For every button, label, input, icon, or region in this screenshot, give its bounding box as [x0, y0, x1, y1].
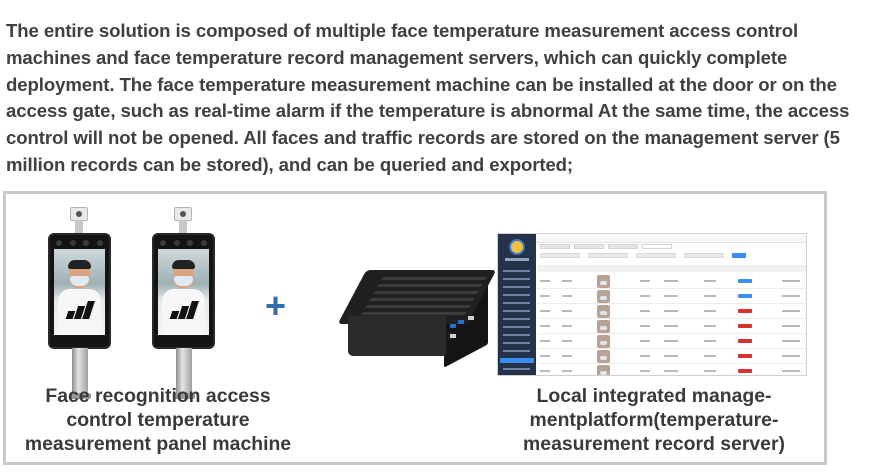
kiosk-screen: [158, 249, 209, 335]
table-row: [538, 274, 806, 289]
caption-platform: Local integrated manage- mentplatform(te…: [523, 385, 785, 455]
normal-badge: [738, 294, 752, 298]
alarm-badge: [738, 339, 752, 343]
mask-icon: [70, 276, 89, 286]
kiosk-screen: [54, 249, 105, 335]
alarm-badge: [738, 369, 752, 373]
kiosk-panel: [48, 233, 111, 349]
table-row: [538, 334, 806, 349]
face-thumbnail: [597, 275, 610, 288]
platform-sidebar: [498, 234, 536, 375]
table-row: [538, 319, 806, 334]
thermal-camera-icon: [174, 207, 192, 221]
port-icon: [450, 334, 456, 338]
management-platform-screenshot: [497, 233, 807, 376]
table-row: [538, 364, 806, 375]
shirt-logo-icon: [65, 301, 95, 319]
normal-badge: [738, 279, 752, 283]
usb-port-icon: [458, 320, 464, 324]
avatar: [509, 239, 525, 255]
table-row: [538, 349, 806, 364]
alarm-badge: [738, 354, 752, 358]
platform-table-header: [538, 265, 806, 272]
temperature-kiosk-1: [48, 207, 111, 401]
alarm-badge: [738, 309, 752, 313]
platform-filter-bar: [540, 253, 804, 259]
face-thumbnail: [597, 305, 610, 318]
port-icon: [468, 316, 474, 320]
face-thumbnail: [597, 290, 610, 303]
caption-kiosk: Face recognition access control temperat…: [24, 385, 292, 455]
face-thumbnail: [597, 350, 610, 363]
plus-icon: +: [265, 285, 287, 326]
face-thumbnail: [597, 365, 610, 375]
usb-port-icon: [450, 324, 456, 328]
thermal-camera-icon: [70, 207, 88, 221]
table-row: [538, 289, 806, 304]
intro-paragraph: The entire solution is composed of multi…: [6, 20, 850, 175]
face-thumbnail: [597, 335, 610, 348]
table-row: [538, 304, 806, 319]
temperature-kiosk-2: [152, 207, 215, 401]
mask-icon: [174, 276, 193, 286]
heatsink-fins: [360, 275, 487, 319]
shirt-logo-icon: [169, 301, 199, 319]
mini-pc-server: [337, 266, 497, 368]
alarm-badge: [738, 324, 752, 328]
face-thumbnail: [597, 320, 610, 333]
kiosk-panel: [152, 233, 215, 349]
